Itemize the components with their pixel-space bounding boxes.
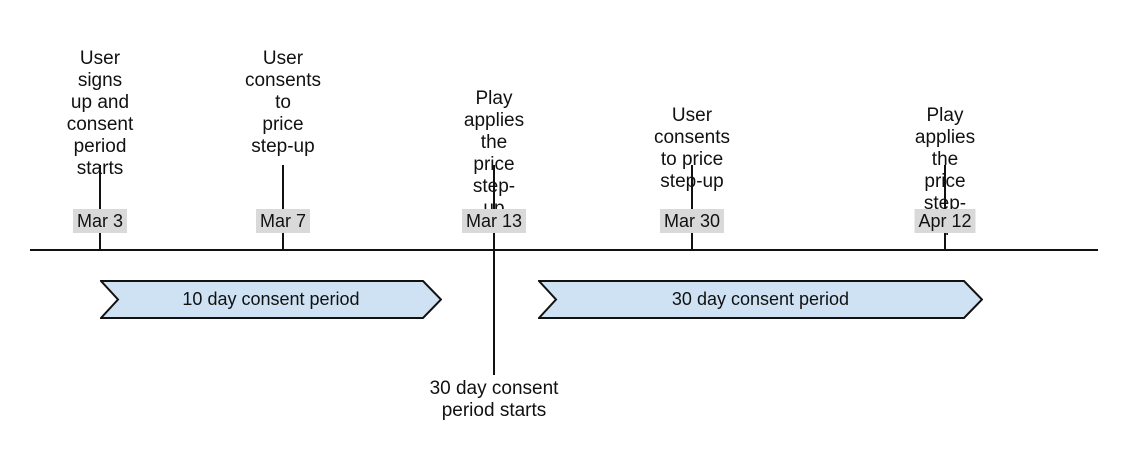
event-date-chip: Mar 30 <box>659 209 725 233</box>
event-tick-line <box>691 165 693 250</box>
event-date-chip: Apr 12 <box>914 209 976 233</box>
banner-label: 30 day consent period <box>671 289 850 309</box>
event-tick-line <box>99 165 101 250</box>
event-tick-line-extended <box>493 165 495 375</box>
chevron-arrow-shape <box>100 280 442 319</box>
event-tick-line <box>944 165 946 250</box>
timeline-axis <box>30 249 1098 251</box>
chevron-arrow-shape <box>538 280 983 319</box>
event-date-chip: Mar 7 <box>255 209 311 233</box>
banner-label: 10 day consent period <box>182 289 360 309</box>
event-label: Play applies the price step-up <box>463 88 525 219</box>
event-label: User consents to price step-up <box>244 48 322 157</box>
event-date-chip: Mar 3 <box>72 209 128 233</box>
event-date-chip: Mar 13 <box>461 209 527 233</box>
consent-period-banner-10day: 10 day consent period <box>100 280 442 319</box>
note-30day-period-starts: 30 day consent period starts <box>429 378 559 421</box>
event-label: User consents to price step-up <box>653 105 731 192</box>
consent-period-banner-30day: 30 day consent period <box>538 280 983 319</box>
event-label: User signs up and consent period starts <box>66 48 134 179</box>
event-tick-line <box>282 165 284 250</box>
